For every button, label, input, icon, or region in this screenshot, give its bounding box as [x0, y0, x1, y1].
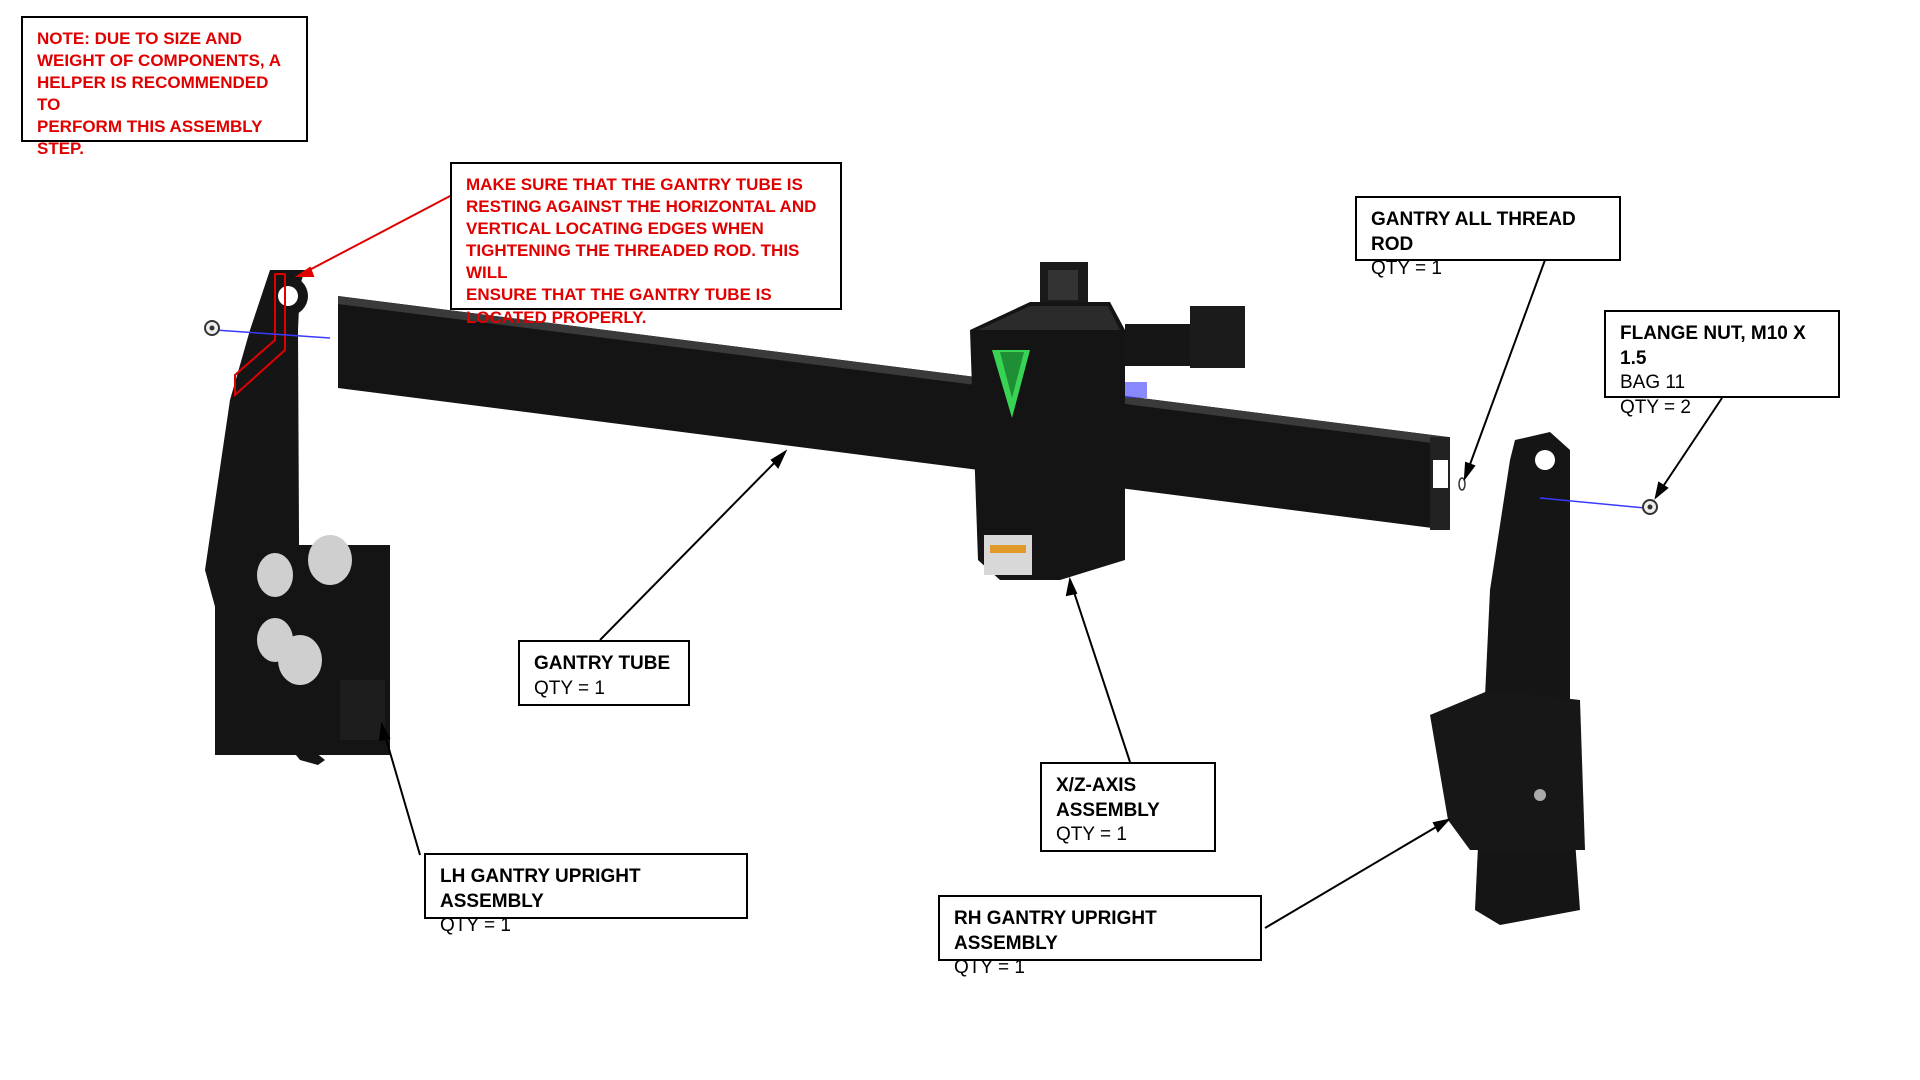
flange-nut-title: FLANGE NUT, M10 X 1.5: [1620, 323, 1806, 369]
callout-gantry-tube: GANTRY TUBE QTY = 1: [518, 640, 690, 706]
callout-rh-upright: RH GANTRY UPRIGHT ASSEMBLY QTY = 1: [938, 895, 1262, 978]
gantry-tube-note-line-5: ENSURE THAT THE GANTRY TUBE IS: [466, 285, 772, 305]
helper-note-line-3: HELPER IS RECOMMENDED TO: [37, 73, 269, 115]
gantry-tube-note-line-3: VERTICAL LOCATING EDGES WHEN: [466, 219, 764, 239]
gantry-tube-note-line-1: MAKE SURE THAT THE GANTRY TUBE IS: [466, 175, 803, 194]
callout-flange-nut: FLANGE NUT, M10 X 1.5 BAG 11 QTY = 2: [1604, 310, 1840, 418]
callout-lh-upright: LH GANTRY UPRIGHT ASSEMBLY QTY = 1: [424, 853, 748, 936]
helper-note-line-1: NOTE: DUE TO SIZE AND: [37, 29, 242, 48]
helper-note-line-5: STEP.: [37, 139, 84, 159]
gantry-tube-drawing: [338, 296, 1450, 530]
leader-lh-upright: [381, 724, 421, 856]
helper-note-line-2: WEIGHT OF COMPONENTS, A: [37, 51, 281, 71]
callout-xz-axis: X/Z-AXIS ASSEMBLY QTY = 1: [1040, 762, 1216, 852]
gantry-tube-title: GANTRY TUBE: [534, 653, 671, 674]
xz-axis-title-line-2: ASSEMBLY: [1056, 799, 1160, 821]
rh-upright-qty: QTY = 1: [954, 957, 1025, 979]
thread-rod-qty: QTY = 1: [1371, 258, 1442, 280]
gantry-tube-qty: QTY = 1: [534, 677, 605, 699]
leader-thread-rod: [1464, 259, 1546, 479]
hardware-drawing: [204, 320, 1658, 515]
gantry-tube-note: MAKE SURE THAT THE GANTRY TUBE IS RESTIN…: [450, 162, 842, 327]
xz-axis-title-line-1: X/Z-AXIS: [1056, 775, 1137, 796]
helper-note: NOTE: DUE TO SIZE AND WEIGHT OF COMPONEN…: [21, 16, 308, 158]
leader-lines: [294, 194, 1723, 929]
callout-gantry-all-thread-rod: GANTRY ALL THREAD ROD QTY = 1: [1355, 196, 1621, 279]
rh-upright-drawing: [1430, 432, 1585, 925]
lh-upright-qty: QTY = 1: [440, 915, 511, 937]
gantry-tube-note-line-6: LOCATED PROPERLY.: [466, 307, 647, 327]
lh-upright-title: LH GANTRY UPRIGHT ASSEMBLY: [440, 866, 641, 912]
leader-gantry-tube: [599, 451, 786, 641]
lh-upright-drawing: [205, 270, 390, 765]
rh-upright-title: RH GANTRY UPRIGHT ASSEMBLY: [954, 908, 1157, 954]
flange-nut-qty: QTY = 2: [1620, 397, 1691, 419]
gantry-tube-note-line-4: TIGHTENING THE THREADED ROD. THIS WILL: [466, 241, 800, 283]
flange-nut-bag: BAG 11: [1620, 372, 1686, 394]
thread-rod-title: GANTRY ALL THREAD ROD: [1371, 209, 1576, 255]
leader-flange-nut: [1655, 397, 1723, 498]
xz-axis-qty: QTY = 1: [1056, 824, 1127, 846]
leader-rh-upright: [1264, 819, 1449, 929]
helper-note-line-4: PERFORM THIS ASSEMBLY: [37, 117, 263, 137]
leader-red-note: [297, 194, 453, 277]
leader-xz-axis: [1069, 579, 1131, 763]
gantry-tube-note-line-2: RESTING AGAINST THE HORIZONTAL AND: [466, 197, 817, 217]
xz-axis-drawing: [970, 262, 1245, 580]
